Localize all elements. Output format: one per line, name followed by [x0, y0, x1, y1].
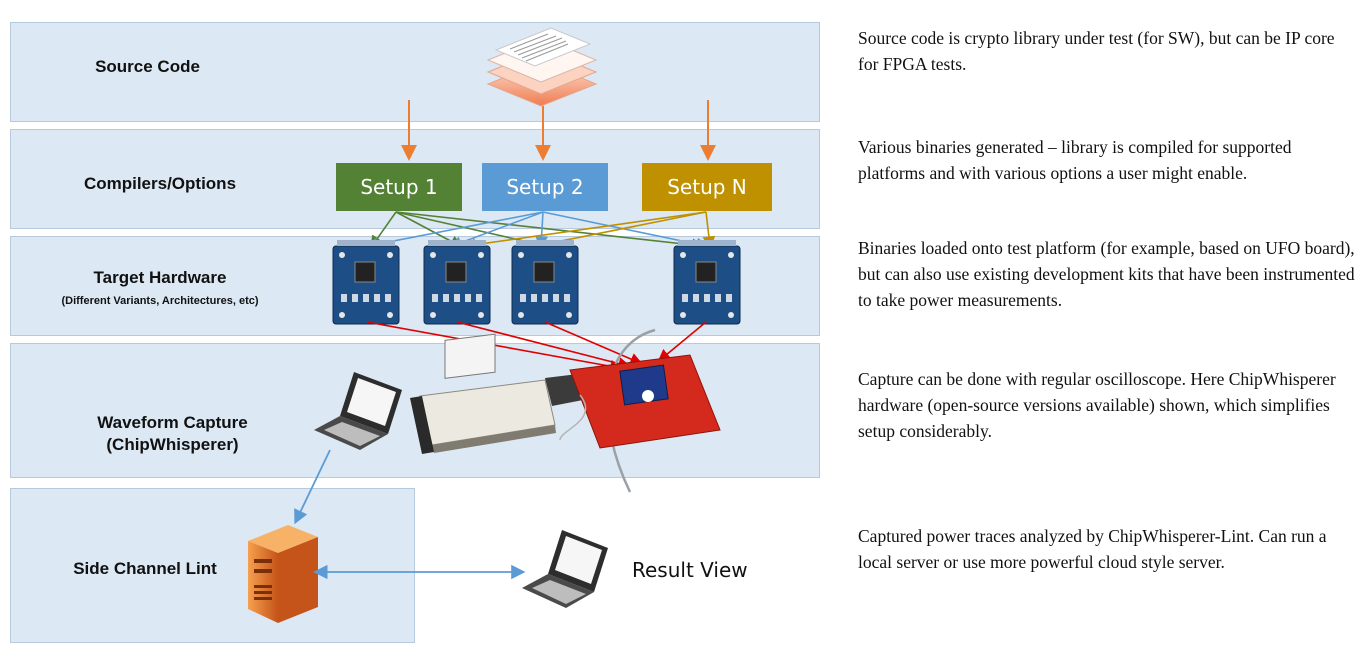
result-laptop-icon [522, 530, 608, 608]
setup-1-box: Setup 1 [336, 163, 462, 211]
circuit-board-icon [423, 240, 491, 325]
laptop-icon [314, 372, 402, 450]
description-target-hardware: Binaries loaded onto test platform (for … [858, 238, 1355, 310]
setup-2-label: Setup 2 [506, 175, 584, 199]
row-label-waveform-capture: Waveform Capture (ChipWhisperer) [97, 413, 248, 454]
setup-1-label: Setup 1 [360, 175, 438, 199]
row-label-target-hardware: Target Hardware (Different Variants, Arc… [30, 267, 290, 309]
setup-n-label: Setup N [667, 175, 747, 199]
board-to-capture-arrows [366, 321, 707, 373]
chipwhisperer-device-icon [410, 328, 721, 493]
description-side-channel-lint: Captured power traces analyzed by ChipWh… [858, 526, 1327, 572]
setup-2-box: Setup 2 [482, 163, 608, 211]
server-tower-icon [248, 525, 318, 623]
row-label-side-channel-lint: Side Channel Lint [73, 559, 217, 578]
row-sublabel-target-hardware: (Different Variants, Architectures, etc) [61, 295, 259, 307]
description-waveform-capture: Capture can be done with regular oscillo… [858, 369, 1336, 441]
circuit-board-icon [332, 240, 400, 325]
circuit-board-icon [511, 240, 579, 325]
description-compilers: Various binaries generated – library is … [858, 137, 1292, 183]
row-label-source-code: Source Code [95, 57, 200, 76]
source-code-band [10, 22, 820, 122]
result-view-label: Result View [632, 558, 748, 582]
row-label-compilers: Compilers/Options [83, 174, 237, 193]
description-source-code: Source code is crypto library under test… [858, 28, 1335, 74]
document-stack-icon [486, 27, 598, 107]
circuit-board-icon [673, 240, 741, 325]
setup-n-box: Setup N [642, 163, 772, 211]
